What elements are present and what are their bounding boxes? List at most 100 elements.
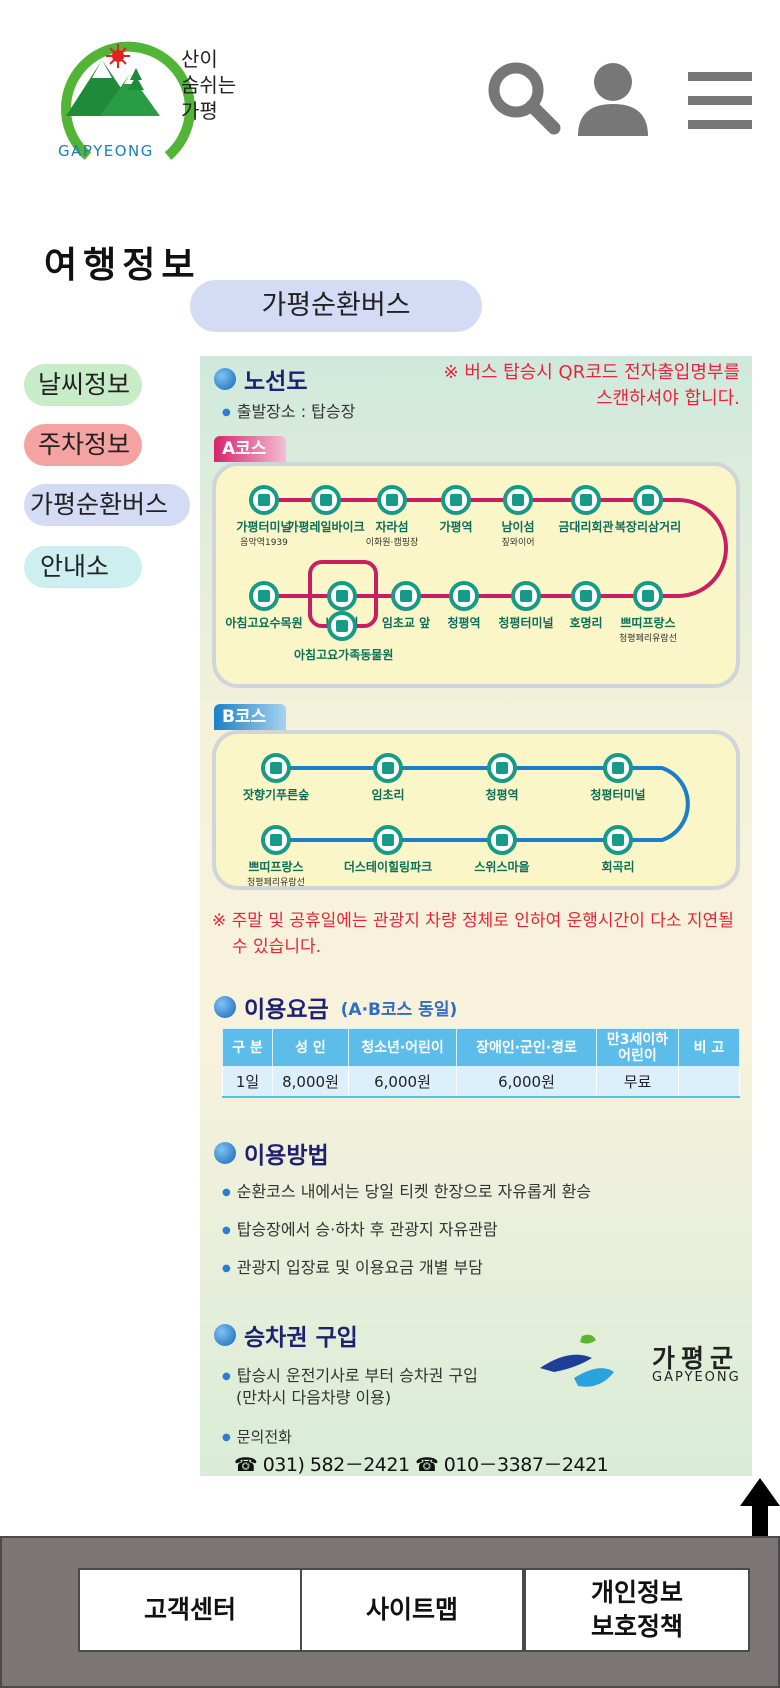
section-bullet-icon bbox=[214, 368, 236, 390]
logo-english: GAPYEONG bbox=[58, 142, 154, 160]
bus-stop-icon bbox=[487, 753, 517, 783]
bus-stop-icon bbox=[327, 581, 357, 611]
table-row: 1일 8,000원 6,000원 6,000원 무료 bbox=[222, 1066, 740, 1098]
bus-stop-subname: 청평페리유람선 bbox=[619, 634, 677, 644]
bus-stop-label: 아침고요수목원 bbox=[216, 614, 312, 631]
county-name: 가평군 bbox=[652, 1344, 740, 1373]
bus-stop-icon bbox=[377, 485, 407, 515]
usage-heading: 이용방법 bbox=[214, 1136, 329, 1170]
qr-notice: ※ 버스 탑승시 QR코드 전자출입명부를 스캔하셔야 합니다. bbox=[443, 362, 740, 409]
fare-title: 이용요금 bbox=[244, 997, 329, 1023]
tab-gapyeong-circular-bus[interactable]: 가평순환버스 bbox=[190, 280, 482, 332]
bus-stop-name: 호명리 bbox=[569, 616, 603, 630]
bus-stop-icon bbox=[441, 485, 471, 515]
contact-phone: ☎ 031) 582－2421 ☎ 010－3387－2421 bbox=[234, 1454, 609, 1476]
bus-stop-subname: 음악역1939 bbox=[240, 538, 288, 548]
ticket-title: 승차권 구입 bbox=[244, 1325, 358, 1351]
fare-heading: 이용요금 (A·B코스 동일) bbox=[214, 990, 457, 1024]
bus-stop-name: 쁘띠프랑스 bbox=[620, 616, 676, 630]
fare-cell-discount: 6,000원 bbox=[456, 1066, 597, 1098]
fare-header-category: 구 분 bbox=[222, 1028, 273, 1067]
section-bullet-icon bbox=[214, 1142, 236, 1164]
bus-stop-icon bbox=[249, 485, 279, 515]
bus-stop-label: 청평터미널 bbox=[570, 786, 666, 803]
bus-stop-name: 청평역 bbox=[447, 616, 481, 630]
bus-stop-icon bbox=[633, 581, 663, 611]
course-a-tag: A코스 bbox=[214, 436, 286, 462]
sidebar-item-parking[interactable]: 주차정보 bbox=[24, 424, 142, 466]
bus-stop-label: 스위스마을 bbox=[454, 858, 550, 875]
bus-stop-label: 임초교 앞 bbox=[358, 614, 454, 631]
search-icon[interactable] bbox=[484, 58, 562, 138]
sidebar-item-info-center[interactable]: 안내소 bbox=[24, 546, 142, 588]
bus-stop-name: 임초교 앞 bbox=[381, 616, 431, 630]
bus-stop-subname: 짚와이어 bbox=[501, 538, 535, 548]
bus-stop-icon bbox=[571, 485, 601, 515]
fare-cell-youth: 6,000원 bbox=[348, 1066, 457, 1098]
traffic-delay-notice: ※ 주말 및 공휴일에는 관광지 차량 정체로 인하여 운행시간이 다소 지연될… bbox=[212, 911, 734, 957]
bus-stop-subname: 청평페리유람선 bbox=[247, 878, 305, 888]
ticket-heading: 승차권 구입 bbox=[214, 1318, 358, 1352]
contact-label: 문의전화 bbox=[222, 1426, 292, 1447]
bus-stop-icon bbox=[311, 485, 341, 515]
site-footer: 고객센터 사이트맵 개인정보 보호정책 bbox=[0, 1536, 780, 1688]
hamburger-menu-icon[interactable] bbox=[686, 68, 754, 134]
customer-center-button[interactable]: 고객센터 bbox=[78, 1568, 302, 1652]
ticket-info: 탑승시 운전기사로 부터 승차권 구입 bbox=[222, 1362, 478, 1386]
bus-stop-name: 아침고요수목원 bbox=[225, 616, 303, 630]
bus-stop-icon bbox=[373, 825, 403, 855]
bus-stop-label: 임초리 bbox=[340, 786, 436, 803]
bus-stop-label: 가평역 bbox=[408, 518, 504, 535]
bus-stop-name: 청평역 bbox=[485, 788, 519, 802]
bus-stop-label: 가평레일바이크 bbox=[278, 518, 374, 535]
bus-stop-subname: 이화원·캠핑장 bbox=[365, 538, 419, 548]
bus-stop-name: 회곡리 bbox=[601, 860, 635, 874]
bus-stop-name: 더스테이힐링파크 bbox=[343, 860, 433, 874]
bus-stop-label: 청평터미널 bbox=[478, 614, 574, 631]
fare-header-toddler: 만3세이하 어린이 bbox=[596, 1028, 679, 1067]
bus-stop-icon bbox=[487, 825, 517, 855]
sidebar-item-circular-bus[interactable]: 가평순환버스 bbox=[24, 484, 190, 526]
course-b-route-line bbox=[276, 766, 690, 842]
gapyeong-logo-mark bbox=[61, 41, 195, 160]
privacy-policy-button[interactable]: 개인정보 보호정책 bbox=[524, 1568, 750, 1652]
bus-stop-icon bbox=[633, 485, 663, 515]
fare-cell-toddler: 무료 bbox=[596, 1066, 679, 1098]
departure-info: 출발장소 : 탑승장 bbox=[222, 398, 356, 422]
user-icon[interactable] bbox=[574, 58, 652, 138]
fare-table: 구 분 성 인 청소년·어린이 장애인·군인·경로 만3세이하 어린이 비 고 … bbox=[222, 1028, 740, 1098]
bus-stop-icon bbox=[503, 485, 533, 515]
bus-stop-label: 복장리삼거리 bbox=[600, 518, 696, 535]
route-map-title: 노선도 bbox=[244, 369, 308, 395]
bus-stop-name: 임초리 bbox=[371, 788, 405, 802]
sidebar-item-weather[interactable]: 날씨정보 bbox=[24, 364, 142, 406]
bus-stop-icon bbox=[261, 825, 291, 855]
ticket-info-sub: (만차시 다음차량 이용) bbox=[236, 1388, 392, 1407]
fare-cell-adult: 8,000원 bbox=[272, 1066, 349, 1098]
sitemap-button[interactable]: 사이트맵 bbox=[300, 1568, 524, 1652]
page-title: 여행정보 bbox=[44, 244, 201, 286]
fare-header-youth: 청소년·어린이 bbox=[348, 1028, 457, 1067]
fare-header-adult: 성 인 bbox=[272, 1028, 349, 1067]
bus-stop-label: 청평역 bbox=[454, 786, 550, 803]
bus-stop-label: 청평역 bbox=[416, 614, 512, 631]
gapyeong-county-logo bbox=[540, 1334, 614, 1387]
fare-cell-period: 1일 bbox=[222, 1066, 273, 1098]
bus-stop-icon bbox=[327, 611, 357, 641]
usage-item: 관광지 입장료 및 이용요금 개별 부담 bbox=[222, 1254, 483, 1278]
scroll-to-top-arrow-icon[interactable] bbox=[740, 1476, 780, 1538]
fare-header-discount: 장애인·군인·경로 bbox=[456, 1028, 597, 1067]
bus-stop-name: 가평레일바이크 bbox=[287, 520, 365, 534]
bus-stop-name: 남이섬 bbox=[501, 520, 535, 534]
bus-stop-label: 더스테이힐링파크 bbox=[340, 858, 436, 875]
section-bullet-icon bbox=[214, 1324, 236, 1346]
usage-title: 이용방법 bbox=[244, 1143, 329, 1169]
bus-stop-name: 자라섬 bbox=[375, 520, 409, 534]
bus-stop-icon bbox=[449, 581, 479, 611]
